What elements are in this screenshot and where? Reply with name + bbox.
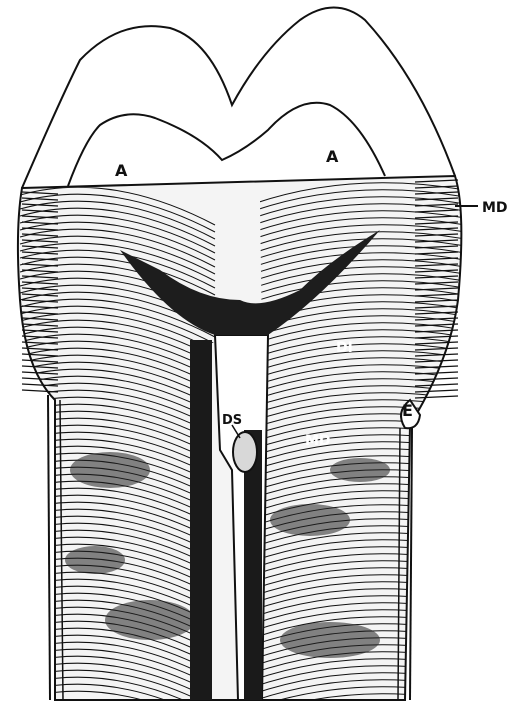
canal-wall-left [190, 340, 212, 700]
label-enamel-right: A [326, 147, 339, 166]
dead-space-bulb [233, 432, 257, 472]
label-enamel-left: A [115, 161, 128, 180]
label-epithelium: E [402, 401, 413, 420]
label-inner-marginal: MD [305, 433, 331, 449]
dentin-dark-patch [105, 600, 195, 640]
enamel-outline [22, 8, 455, 189]
label-dentin-right: DI [336, 340, 353, 356]
label-dead-space: DS [222, 413, 242, 428]
root-line-right-outer [410, 428, 412, 700]
label-marginal-dentin: MD [482, 200, 508, 216]
dentin-dark-patch [270, 504, 350, 536]
dentin-dark-patch [65, 546, 125, 574]
root-line-left-outer [48, 395, 50, 700]
dentin-dark-patch [330, 458, 390, 482]
hatch-stroke [250, 701, 465, 705]
dentin-dark-patch [280, 622, 380, 658]
label-dentin-left: D [222, 344, 234, 360]
label-dentin-upper: I [240, 344, 245, 360]
dentin-dark-patch [70, 452, 150, 488]
